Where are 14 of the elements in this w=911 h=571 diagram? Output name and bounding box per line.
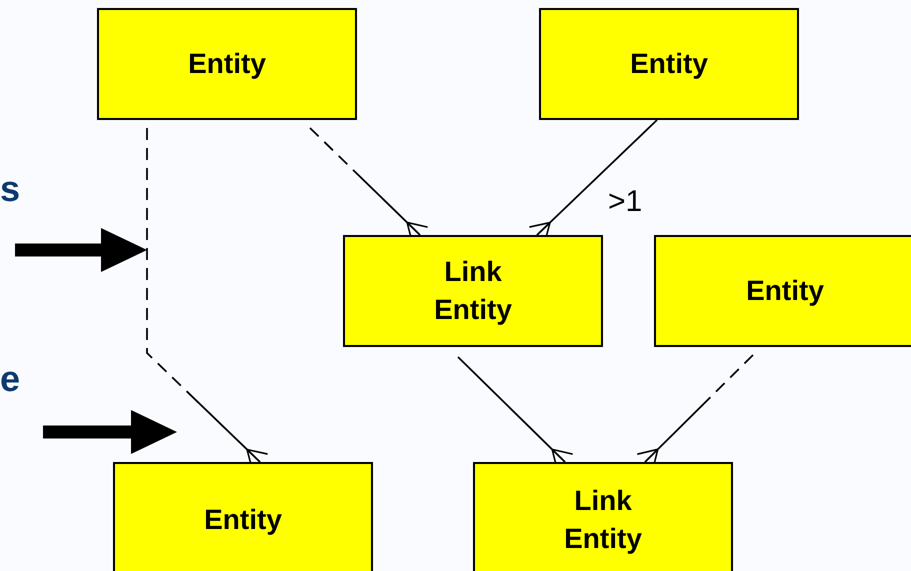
entity-name: Entity [630, 47, 708, 81]
entity-box [473, 462, 733, 571]
entity-box [113, 462, 373, 571]
entity-name: Link Entity [563, 484, 643, 556]
entity-name: Entity [204, 502, 282, 537]
text-fragment: s [0, 170, 20, 208]
entity-box [654, 235, 911, 347]
entity-box [97, 8, 357, 120]
entity-box [539, 8, 799, 120]
entity-name: Entity [188, 47, 266, 81]
text-fragment: e [0, 360, 20, 398]
entity-name: Entity [746, 274, 824, 308]
entity-name: Link Entity [433, 255, 513, 327]
entity-box [343, 235, 603, 347]
